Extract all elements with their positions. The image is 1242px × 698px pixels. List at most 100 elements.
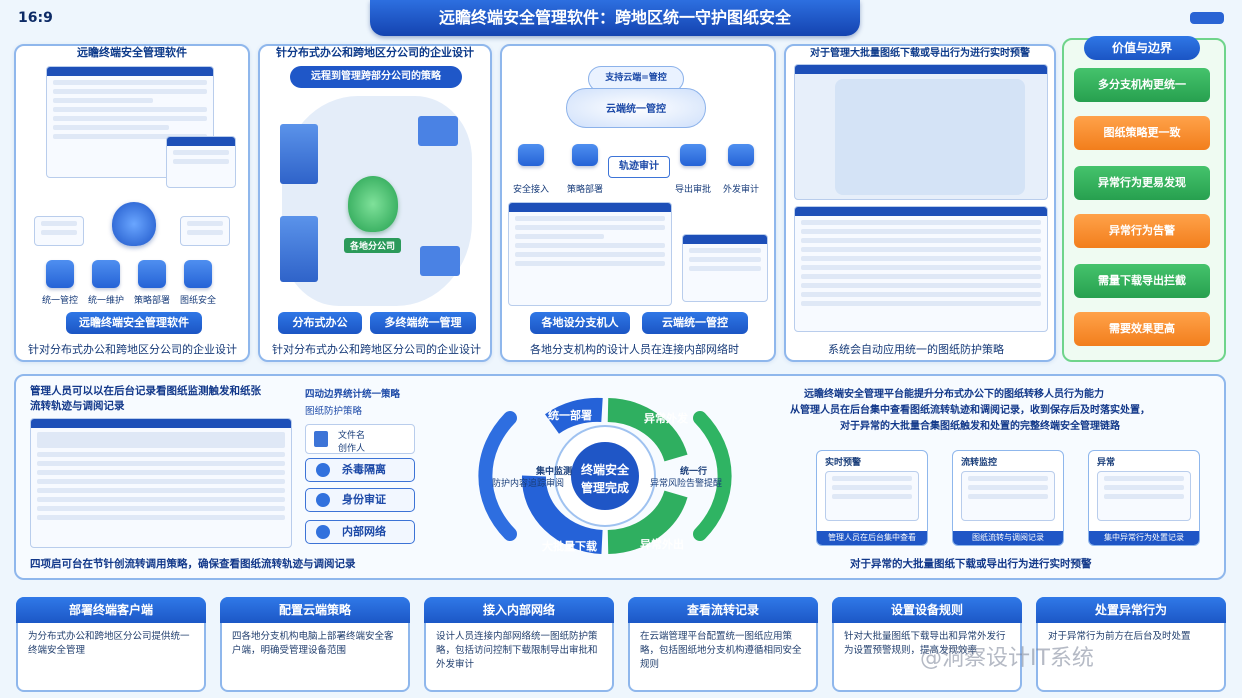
aspect-ratio-label: 16:9 bbox=[18, 10, 53, 26]
policy-popup-screenshot bbox=[682, 234, 768, 302]
monitor-icon-1 bbox=[418, 116, 458, 146]
panel2-caption: 针对分布式办公和跨地区分公司的企业设计 bbox=[272, 343, 481, 356]
panel4-caption: 系统会自动应用统一的图纸防护策略 bbox=[828, 343, 1004, 356]
item-label-3: 导出审批 bbox=[674, 185, 711, 195]
export-approval-icon bbox=[680, 144, 706, 166]
shield-check-icon bbox=[348, 176, 398, 232]
feature-label-1: 杀毒隔离 bbox=[342, 463, 386, 476]
card1-foot: 管理人员在后台集中查看 bbox=[817, 531, 927, 545]
middle-right-title-2: 从管理人员在后台集中查看图纸流转轨迹和调阅记录，收到保存后及时落实处置， bbox=[790, 405, 1150, 416]
step-handle-anomaly: 处置异常行为对于异常行为前方在后台及时处置 bbox=[1036, 597, 1226, 692]
step2-body: 四各地分支机构电脑上部署终端安全客户端，明确受管理设备范围 bbox=[232, 631, 394, 656]
card2-head: 流转监控 bbox=[961, 458, 998, 468]
building-icon-1 bbox=[280, 124, 318, 184]
item-label-4: 外发审计 bbox=[722, 185, 759, 195]
middle-right-title-1: 远瞻终端安全管理平台能提升分布式办公下的图纸转移人员行为能力 bbox=[804, 389, 1104, 400]
branch-offices-tag: 各地分公司 bbox=[344, 238, 402, 253]
card1-screenshot bbox=[825, 471, 919, 521]
watermark: @洞察设计IT系统 bbox=[920, 646, 1094, 671]
ring-label-deploy: 统一部署 bbox=[548, 409, 592, 422]
value-item-5: 需量下载导出拦截 bbox=[1074, 264, 1210, 298]
icon-label-4: 图纸安全 bbox=[179, 296, 216, 306]
process-card-3: 异常 集中异常行为处置记录 bbox=[1088, 450, 1200, 546]
document-icon bbox=[314, 431, 328, 447]
panel4-title: 对于管理大批量图纸下载或导出行为进行实时预警 bbox=[810, 48, 1030, 59]
desktop-screenshot bbox=[166, 136, 236, 188]
alert-table-screenshot bbox=[794, 206, 1048, 332]
ring-inner-left-1: 集中监测 bbox=[536, 467, 573, 477]
features-subtitle: 图纸防护策略 bbox=[305, 406, 363, 417]
middle-right-title-3: 对于异常的大批量合集图纸触发和处置的完整终端安全管理链路 bbox=[840, 421, 1120, 432]
step4-title: 查看流转记录 bbox=[628, 597, 818, 623]
step6-body: 对于异常行为前方在后台及时处置 bbox=[1048, 631, 1191, 642]
secure-access-icon bbox=[518, 144, 544, 166]
monitor-icon-2 bbox=[420, 246, 460, 276]
shield-icon bbox=[112, 202, 156, 246]
branch-staff-button[interactable]: 各地设分支机人 bbox=[530, 312, 630, 334]
panel-distributed-offices: 针分布式办公和跨地区分公司的企业设计 远程到管理跨部分公司的策略 各地分公司 分… bbox=[258, 44, 492, 362]
value-item-3: 异常行为更易发现 bbox=[1074, 166, 1210, 200]
file-owner-label: 创作人 bbox=[338, 444, 366, 454]
values-title: 价值与边界 bbox=[1084, 36, 1200, 60]
laptop-screenshot bbox=[46, 66, 214, 178]
ring-center-line-2: 管理完成 bbox=[580, 481, 629, 495]
step4-body: 在云端管理平台配置统一图纸应用策略，包括图纸地分支机构遵循相同安全规则 bbox=[640, 631, 802, 670]
item-label-2: 策略部署 bbox=[566, 185, 603, 195]
card3-screenshot bbox=[1097, 471, 1191, 521]
middle-left-caption: 四项启可台在节针创流转调用策略，确保查看图纸流转轨迹与调阅记录 bbox=[30, 558, 356, 570]
card3-foot: 集中异常行为处置记录 bbox=[1089, 531, 1199, 545]
card2-screenshot bbox=[961, 471, 1055, 521]
value-item-6: 需要效果更高 bbox=[1074, 312, 1210, 346]
panel1-title: 远瞻终端安全管理软件 bbox=[77, 46, 187, 59]
ring-inner-right-1: 统一行 bbox=[680, 467, 708, 477]
step-intranet-access: 接入内部网络设计人员连接内部网络统一图纸防护策略，包括访问控制下载限制导出审批和… bbox=[424, 597, 614, 692]
file-name-label: 文件名 bbox=[338, 431, 366, 441]
unified-maintenance-icon bbox=[92, 260, 120, 288]
panel-product-overview: 远瞻终端安全管理软件 统一管控 统一维护 策略部署 图纸安全 远瞻终端安全管理软… bbox=[14, 44, 250, 362]
side-card-left bbox=[34, 216, 84, 246]
step2-title: 配置云端策略 bbox=[220, 597, 410, 623]
value-item-2: 图纸策略更一致 bbox=[1074, 116, 1210, 150]
feature-label-3: 内部网络 bbox=[342, 525, 386, 538]
side-card-right bbox=[180, 216, 230, 246]
middle-right-caption: 对于异常的大批量图纸下载或导出行为进行实时预警 bbox=[850, 558, 1092, 570]
admin-dashboard-screenshot bbox=[30, 418, 292, 548]
intranet-icon bbox=[316, 525, 330, 539]
panel1-caption: 针对分布式办公和跨地区分公司的企业设计 bbox=[28, 343, 237, 356]
multi-terminal-button[interactable]: 多终端统一管理 bbox=[370, 312, 476, 334]
card2-foot: 图纸流转与调阅记录 bbox=[953, 531, 1063, 545]
middle-left-title: 管理人员可以以在后台记录看图纸监测触发和纸张流转轨迹与调阅记录 bbox=[30, 385, 261, 412]
panel3-caption: 各地分支机构的设计人员在连接内部网络时 bbox=[530, 343, 739, 356]
card1-head: 实时预警 bbox=[825, 458, 862, 468]
icon-label-1: 统一管控 bbox=[41, 296, 78, 306]
panel2-subtitle: 远程到管理跨部分公司的策略 bbox=[290, 66, 462, 88]
cloud-icon bbox=[566, 88, 706, 128]
step1-title: 部署终端客户端 bbox=[16, 597, 206, 623]
cloud-main-label: 云端统一管控 bbox=[606, 104, 666, 115]
panel-cloud-control: 支持云端=管控 云端统一管控 轨迹审计 安全接入 策略部署 导出审批 外发审计 … bbox=[500, 44, 776, 362]
value-item-1: 多分支机构更统一 bbox=[1074, 68, 1210, 102]
feature-label-2: 身份审证 bbox=[342, 493, 386, 506]
cloud-unified-button[interactable]: 云端统一管控 bbox=[642, 312, 748, 334]
feature-identity: 身份审证 bbox=[305, 488, 415, 512]
step-view-records: 查看流转记录在云端管理平台配置统一图纸应用策略，包括图纸地分支机构遵循相同安全规… bbox=[628, 597, 818, 692]
ring-inner-right-2: 异常风险告警提醒 bbox=[650, 479, 723, 489]
process-card-2: 流转监控 图纸流转与调阅记录 bbox=[952, 450, 1064, 546]
icon-label-3: 策略部署 bbox=[133, 296, 170, 306]
distributed-office-button[interactable]: 分布式办公 bbox=[278, 312, 362, 334]
policy-deploy-icon bbox=[138, 260, 166, 288]
ring-center-line-1: 终端安全 bbox=[580, 463, 629, 477]
panel-realtime-alerts: 对于管理大批量图纸下载或导出行为进行实时预警 系统会自动应用统一的图纸防护策略 bbox=[784, 44, 1056, 362]
lifecycle-ring bbox=[478, 397, 732, 554]
ring-label-bulk: 大批量下载 bbox=[542, 540, 597, 553]
value-item-4: 异常行为告警 bbox=[1074, 214, 1210, 248]
antivirus-icon bbox=[316, 463, 330, 477]
console-screenshot bbox=[508, 202, 672, 306]
ring-label-outbound: 异常外发 bbox=[644, 412, 688, 425]
step5-body: 针对大批量图纸下载导出和异常外发行为设置预警规则，提高发现效率 bbox=[844, 631, 1006, 656]
identity-icon bbox=[316, 493, 330, 507]
panel1-product-button[interactable]: 远瞻终端安全管理软件 bbox=[66, 312, 202, 334]
step-deploy-client: 部署终端客户端为分布式办公和跨地区分公司提供统一终端安全管理 bbox=[16, 597, 206, 692]
features-title: 四动边界统计统一策略 bbox=[305, 389, 401, 400]
step3-title: 接入内部网络 bbox=[424, 597, 614, 623]
